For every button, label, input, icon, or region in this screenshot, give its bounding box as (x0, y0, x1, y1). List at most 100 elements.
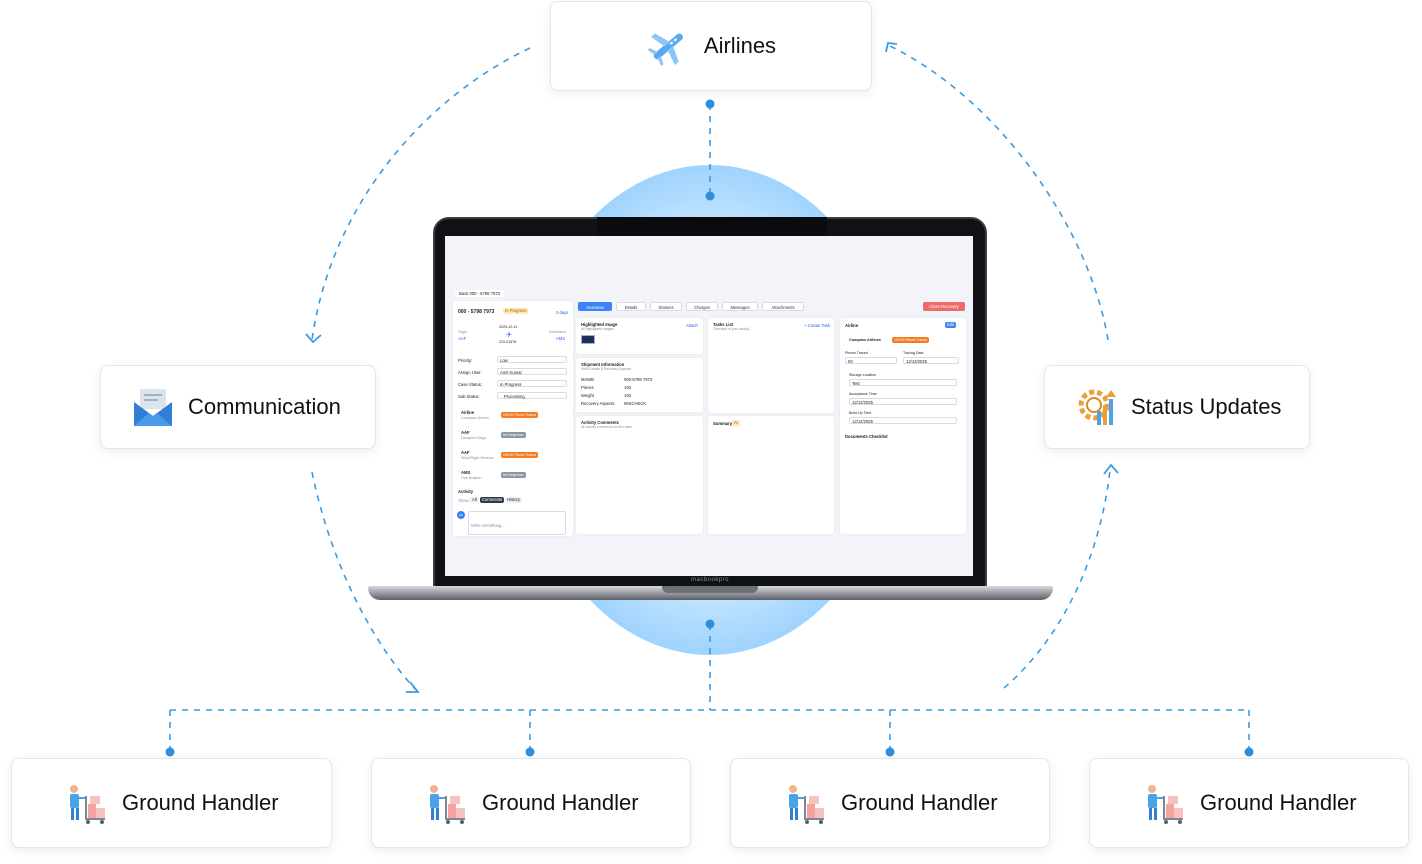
tab-attachments[interactable]: Attachments (762, 302, 804, 311)
weight-label: Weight (581, 393, 594, 398)
destination-code: AMS (556, 336, 566, 341)
ground-handler-label-3: Ground Handler (841, 790, 998, 815)
build-up-time-label: Build Up Time (849, 411, 872, 415)
arrowhead-airlines (885, 42, 898, 53)
arrowhead-communication (305, 333, 322, 344)
route-date: 2025-12-11 (499, 325, 518, 329)
ground-handler-card-3: Ground Handler (730, 758, 1050, 848)
activity-comments-title: Activity Comments (581, 420, 619, 425)
activity-title: Activity (458, 489, 474, 494)
station-name-3: WorldFlight Services (461, 456, 494, 460)
dot-ground-3 (885, 747, 895, 757)
tab-messages[interactable]: Messages (722, 302, 758, 311)
sub-status-select[interactable]: Processing (497, 392, 567, 399)
tasks-title: Tasks List (713, 322, 734, 327)
station-badge-1: 10/100 Pieces Traced (501, 412, 538, 418)
gear-chart-icon (1078, 389, 1116, 425)
communication-card: Communication (100, 365, 376, 449)
curve-status-to-airlines (889, 45, 1109, 341)
activity-show-label: Show: (458, 498, 470, 503)
back-link[interactable]: Back 000 - 5798 7973 (455, 290, 504, 297)
storage-location-label: Storage Location (849, 373, 877, 377)
mawb-label: MAWB (581, 377, 594, 382)
pieces-traced-label: Pieces Traced (845, 351, 868, 355)
activity-comments-subtitle: All activity comments for this case (581, 425, 632, 429)
case-status-label: Case Status: (458, 382, 482, 387)
hand-truck-worker-icon (430, 785, 465, 824)
case-summary-panel: 000 - 5798 7973 In Progress 3 days Origi… (453, 301, 573, 536)
origin-code: AAF (458, 336, 467, 341)
airlines-label: Airlines (703, 33, 777, 58)
ground-handler-card-2: Ground Handler (371, 758, 691, 848)
pieces-value: 100 (624, 385, 631, 390)
laptop-brand: macbookpro (690, 577, 730, 583)
laptop-camera-notch (597, 217, 827, 239)
pieces-label: Pieces (581, 385, 594, 390)
priority-select[interactable]: Low (497, 356, 567, 363)
airline-badge: 10/100 Pieces Traced (892, 337, 929, 343)
station-badge-3: 10/100 Pieces Traced (501, 452, 538, 458)
comment-editor[interactable]: Write something... (468, 511, 566, 535)
ai-badge: AI (732, 420, 740, 426)
pieces-traced-input[interactable]: 00 (845, 357, 897, 364)
dot-laptop-bottom (705, 619, 715, 629)
summary-panel: Summary AI (708, 416, 834, 534)
curve-airlines-to-communication (311, 47, 531, 341)
assign-user-label: Assign User: (458, 370, 482, 375)
station-name-2: Decaport Cargo (461, 436, 487, 440)
shipment-title: Shipment Information (581, 362, 625, 367)
case-age: 3 days (556, 310, 569, 315)
ground-handler-label-2: Ground Handler (482, 790, 639, 815)
storage-location-input[interactable]: Test (849, 379, 957, 386)
tab-stations[interactable]: Stations (650, 302, 682, 311)
summary-title: Summary (713, 421, 733, 426)
tasks-subtitle: Overview of your task(s) (713, 327, 750, 331)
station-code-1: Airline (461, 410, 475, 415)
edit-button[interactable]: Edit (945, 322, 957, 328)
hand-truck-worker-icon (789, 785, 824, 824)
dot-airlines (705, 99, 715, 109)
build-up-time-input[interactable]: 12/12/2025 (849, 417, 957, 424)
curve-communication-to-ground (311, 471, 417, 691)
tab-overview[interactable]: Overview (578, 302, 612, 311)
filter-comments[interactable]: Comments (480, 497, 505, 503)
tab-details[interactable]: Details (616, 302, 646, 311)
arrowhead-status (1103, 463, 1119, 475)
acceptance-time-label: Acceptance Time (849, 392, 877, 396)
route-flight: 222-01578 (499, 340, 517, 344)
station-name-1: Compass Airlines (461, 416, 489, 420)
filter-all[interactable]: All (470, 497, 479, 503)
laptop-base (368, 586, 1053, 600)
tab-charges[interactable]: Charges (686, 302, 718, 311)
shipment-subtitle: AWB Details & Recovery Aspects (581, 367, 632, 371)
create-task-button[interactable]: + Create Task (804, 323, 830, 328)
case-status-select[interactable]: In Progress (497, 380, 567, 387)
dot-ground-1 (165, 747, 175, 757)
acceptance-time-input[interactable]: 12/12/2025 (849, 398, 957, 405)
dot-laptop-top (705, 191, 715, 201)
attach-link[interactable]: Attach (686, 323, 698, 328)
thumbnail-image[interactable] (581, 335, 595, 344)
documents-checklist-title: Documents Checklist (845, 434, 888, 439)
tasks-panel: Tasks List Overview of your task(s) + Cr… (708, 318, 834, 413)
station-code-3: AAF (461, 450, 470, 455)
tracing-date-input[interactable]: 12/12/2025 (903, 357, 959, 364)
case-status-pill: In Progress (503, 308, 529, 314)
ground-handler-card-1: Ground Handler (11, 758, 332, 848)
station-name-4: One Aviation (461, 476, 482, 480)
origin-label: Origin (458, 330, 468, 334)
highlighted-image-subtitle: All highlighted images (581, 327, 614, 331)
close-recovery-button[interactable]: Close Recovery (923, 302, 965, 311)
filter-history[interactable]: History (505, 497, 523, 503)
arrowhead-ground-left (406, 681, 420, 693)
station-badge-4: No Response (501, 472, 526, 478)
dot-ground-2 (525, 747, 535, 757)
station-code-4: AMS (461, 470, 471, 475)
tracing-date-label: Tracing Date (903, 351, 924, 355)
assign-user-select[interactable]: Amit Kumar (497, 368, 567, 375)
highlighted-image-panel: Highlighted Image All highlighted images… (576, 318, 703, 354)
weight-value: 100 (624, 393, 631, 398)
hand-truck-worker-icon (70, 785, 105, 824)
shipment-info-panel: Shipment Information AWB Details & Recov… (576, 358, 703, 412)
